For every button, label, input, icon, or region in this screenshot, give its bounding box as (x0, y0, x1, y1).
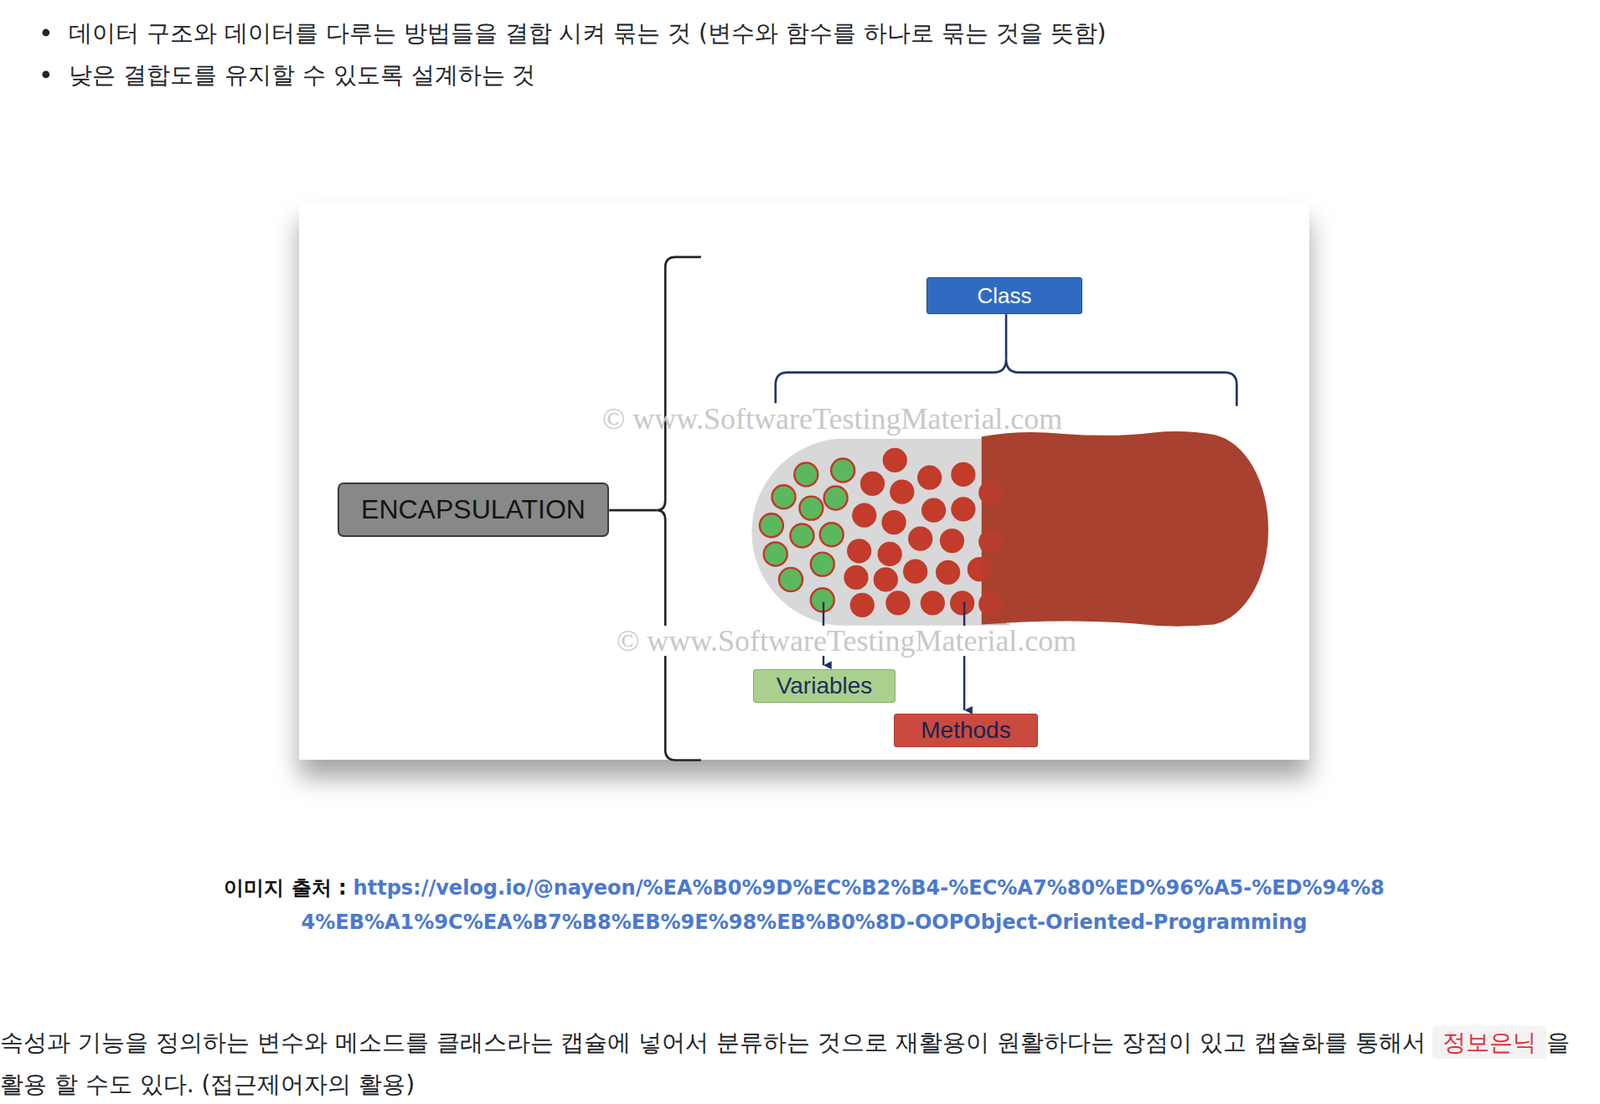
caption-link: https://velog.io/@nayeon/%EA%B0%9D%EC%B2… (301, 876, 1385, 935)
capsule-half (751, 438, 1011, 626)
encapsulation-box: ENCAPSULATION (337, 482, 610, 537)
caption-prefix: 이미지 출처 : (223, 876, 346, 900)
curly-brace (656, 257, 701, 761)
bullet-text: 데이터 구조와 데이터를 다루는 방법들을 결합 시켜 묶는 것 (변수와 함수… (68, 16, 1106, 50)
brace-stem (1005, 314, 1008, 360)
inline-code: 정보은닉 (1432, 1026, 1547, 1059)
watermark: © www.SoftwareTestingMaterial.com (602, 403, 1063, 434)
method-dots (843, 448, 1003, 618)
class-box: Class (926, 277, 1083, 315)
node-label: ENCAPSULATION (361, 494, 586, 526)
bullet-text: 낮은 결합도를 유지할 수 있도록 설계하는 것 (68, 58, 536, 92)
variables-box: Variables (753, 669, 896, 703)
watermark: © www.SoftwareTestingMaterial.com (616, 625, 1077, 656)
brace-stem (609, 509, 657, 512)
methods-box: Methods (893, 713, 1038, 748)
capsule-overlap (981, 436, 1007, 625)
leader-arrow (963, 602, 966, 711)
image-caption: 이미지 출처 :https://velog.io/@nayeon/%EA%B0%… (217, 871, 1391, 940)
body-paragraph: 속성과 기능을 정의하는 변수와 메소드를 클래스라는 캡슐에 넣어서 분류하는… (0, 1021, 1596, 1104)
bullet-dot (41, 71, 50, 79)
paragraph-text: 속성과 기능을 정의하는 변수와 메소드를 클래스라는 캡슐에 넣어서 분류하는… (0, 1028, 1426, 1057)
node-label: Methods (920, 717, 1011, 744)
node-label: Variables (776, 672, 873, 700)
curly-brace (775, 359, 1238, 407)
variable-dots (759, 459, 855, 613)
bullet-dot (41, 29, 50, 37)
node-label: Class (976, 283, 1032, 310)
capsule-half (981, 431, 1269, 627)
